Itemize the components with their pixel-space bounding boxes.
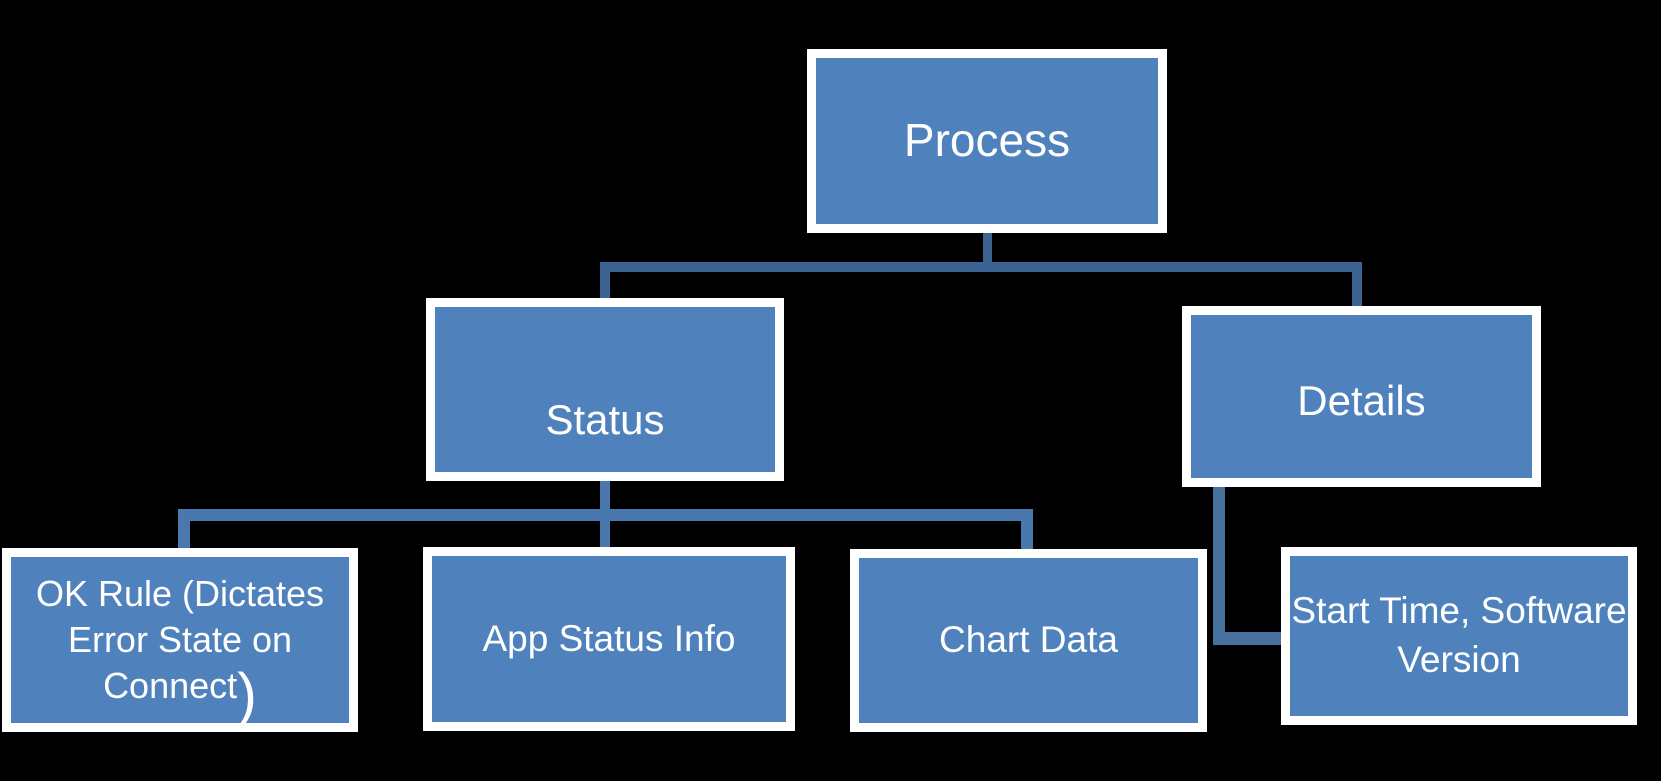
node-ok-rule-label-line3: Connect) — [103, 663, 257, 723]
node-ok-rule-closing-paren: ) — [237, 660, 257, 728]
node-ok-rule-label-line3-text: Connect — [103, 665, 238, 707]
node-details-label: Details — [1297, 377, 1426, 425]
connector-status-rail — [178, 509, 1033, 521]
connector-details-to-starttime-horizontal — [1213, 632, 1283, 645]
node-status: Status — [426, 298, 784, 481]
connector-process-trunk — [983, 233, 992, 272]
node-start-time-label-line1: Start Time, Software — [1291, 590, 1627, 632]
connector-process-to-details — [1352, 262, 1362, 314]
node-app-status-info: App Status Info — [423, 547, 795, 731]
connector-process-to-status — [600, 262, 610, 306]
node-ok-rule: OK Rule (Dictates Error State on Connect… — [2, 548, 358, 732]
connector-status-to-okrule — [178, 509, 190, 554]
node-start-time-software-version: Start Time, Software Version — [1281, 547, 1637, 725]
node-process-label: Process — [903, 114, 1071, 167]
node-status-label: Status — [545, 395, 665, 443]
node-details: Details — [1182, 306, 1541, 487]
node-chart-data: Chart Data — [850, 549, 1207, 732]
connector-process-rail — [600, 262, 1362, 272]
node-ok-rule-label-line1: OK Rule (Dictates — [35, 572, 325, 614]
connector-details-to-starttime-vertical — [1213, 487, 1225, 645]
node-start-time-label-line2: Version — [1397, 639, 1521, 680]
node-ok-rule-label-line2: Error State on — [67, 618, 293, 660]
node-chart-data-label: Chart Data — [939, 619, 1118, 661]
connector-status-to-chartdata — [1021, 509, 1033, 554]
node-app-status-info-label: App Status Info — [482, 617, 736, 659]
node-process: Process — [807, 49, 1167, 233]
